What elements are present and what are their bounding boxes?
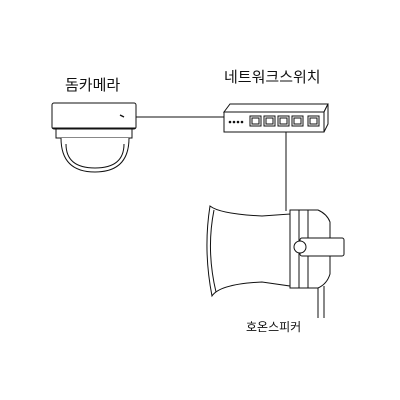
network-switch-icon — [223, 103, 329, 133]
dome-camera-icon — [51, 102, 137, 173]
speaker-label: 호온스피커 — [246, 320, 302, 334]
camera-label: 돔카메라 — [65, 76, 121, 94]
horn-speaker-icon — [206, 205, 345, 318]
switch-label: 네트워크스위치 — [224, 68, 321, 86]
